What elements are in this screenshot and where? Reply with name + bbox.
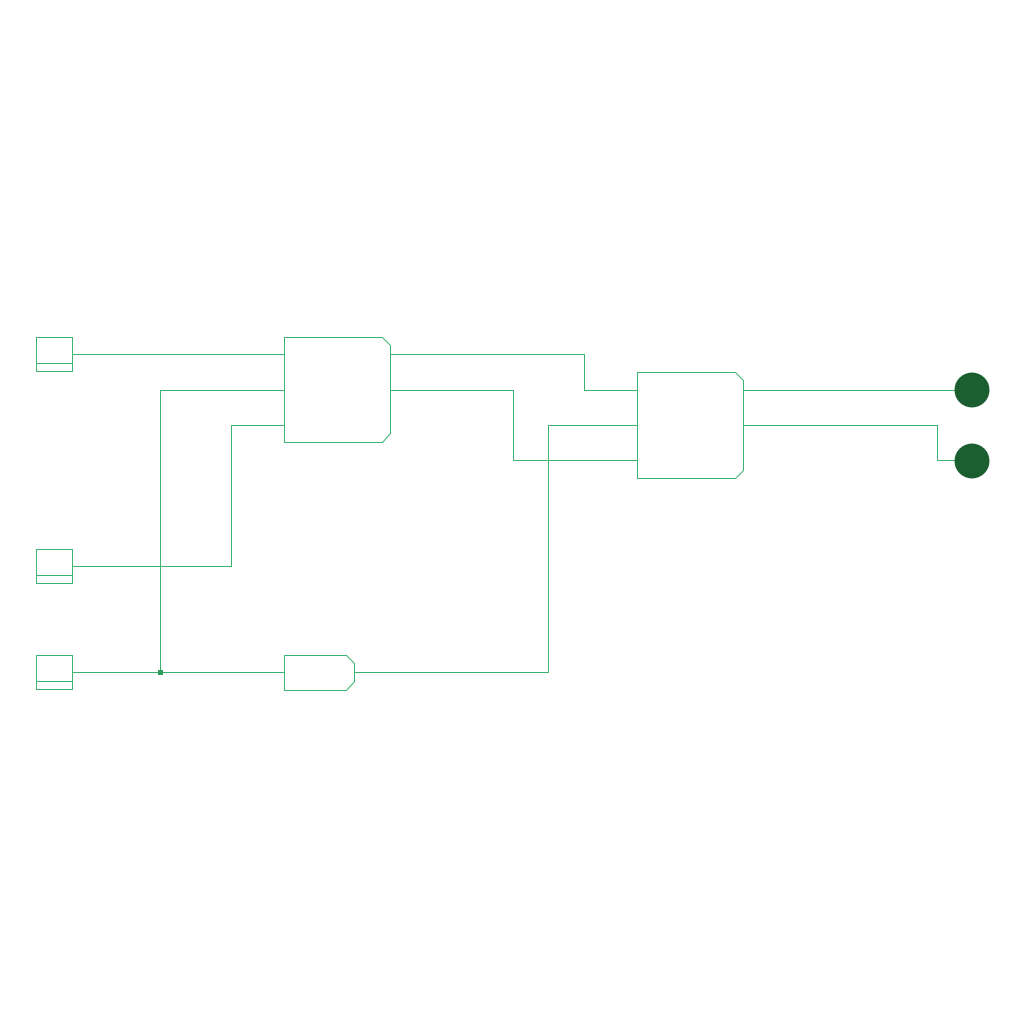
wires <box>72 354 955 673</box>
blocks <box>284 337 744 691</box>
input-2[interactable] <box>36 549 73 584</box>
wire-in3-blocka <box>160 390 284 672</box>
block-b[interactable] <box>637 372 744 479</box>
output-2[interactable] <box>954 443 990 479</box>
output-1[interactable] <box>954 372 990 408</box>
input-3[interactable] <box>36 655 73 690</box>
block-a[interactable] <box>284 337 391 443</box>
wire-blocka-blockb-1 <box>390 354 637 391</box>
wire-blockc-blockb <box>355 425 637 673</box>
input-terminals <box>36 337 73 690</box>
wire-junction <box>158 670 163 675</box>
block-c[interactable] <box>284 655 355 691</box>
output-nodes <box>954 372 990 479</box>
wire-blocka-blockb-2 <box>390 390 637 461</box>
input-1[interactable] <box>36 337 73 372</box>
wire-in2-blocka <box>72 425 284 567</box>
wire-blockb-out2 <box>743 425 955 461</box>
